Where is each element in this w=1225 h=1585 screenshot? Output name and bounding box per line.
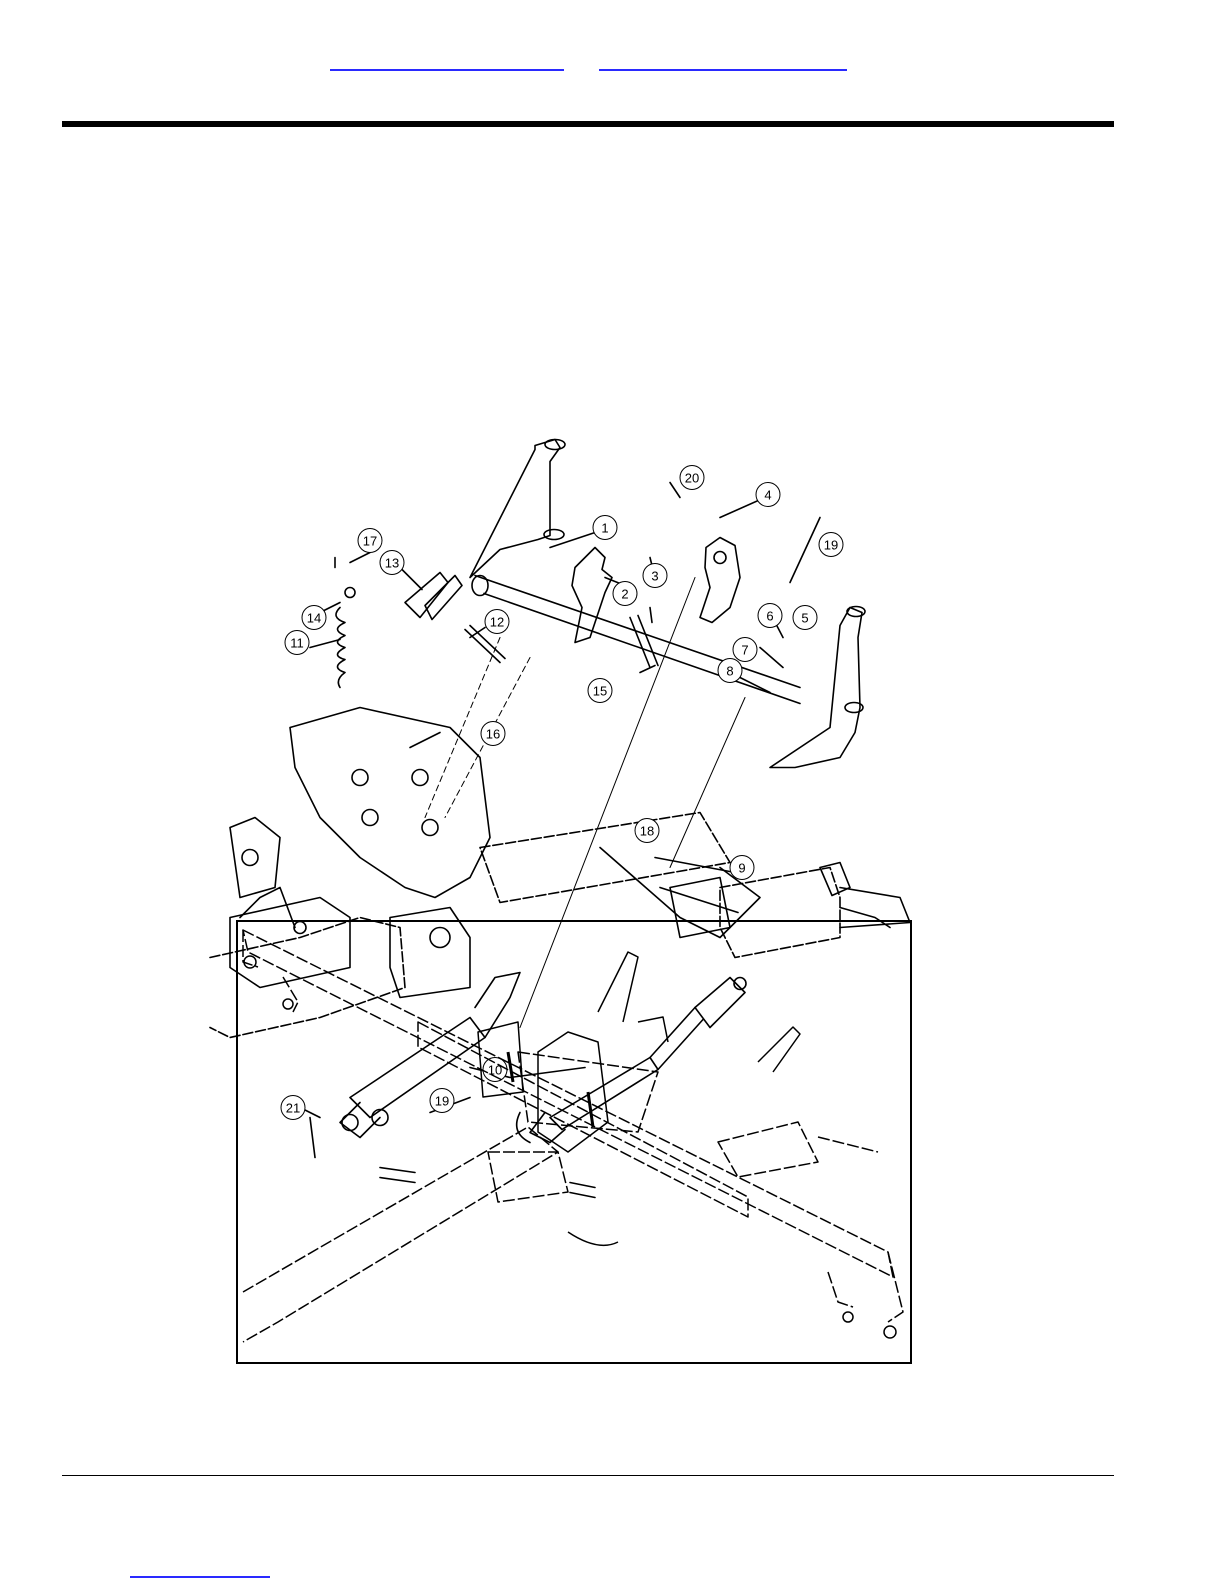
callout-11: 11 [285,631,309,655]
callout-number: 18 [640,824,654,839]
callout-16: 16 [481,722,505,746]
footer-link[interactable] [130,1562,270,1578]
assembly-overview-drawing [238,922,910,1362]
callout-number: 9 [738,861,745,876]
callout-4: 4 [756,483,780,507]
callout-15: 15 [588,679,612,703]
callout-number: 16 [486,727,500,742]
callout-13: 13 [380,551,404,575]
callout-number: 12 [490,615,504,630]
header-link-left[interactable] [330,55,564,71]
callout-number: 4 [764,488,771,503]
callout-1: 1 [593,516,617,540]
callout-14: 14 [302,606,326,630]
callout-9: 9 [730,856,754,880]
callout-number: 13 [385,556,399,571]
callout-number: 3 [651,569,658,584]
callout-12: 12 [485,610,509,634]
assembly-overview-inset [236,920,912,1364]
callout-number: 19 [824,538,838,553]
callout-number: 15 [593,684,607,699]
callout-5: 5 [793,606,817,630]
callout-2: 2 [613,582,637,606]
footer-rule [62,1475,1114,1476]
header-rule [62,121,1114,127]
callout-number: 11 [290,636,304,651]
callout-8: 8 [718,659,742,683]
callout-number: 1 [601,521,608,536]
callout-6: 6 [758,604,782,628]
callout-number: 14 [307,611,321,626]
callout-17: 17 [358,529,382,553]
callout-number: 5 [801,611,808,626]
callout-number: 20 [685,471,699,486]
callout-number: 7 [741,643,748,658]
callout-18: 18 [635,819,659,843]
callout-number: 17 [363,534,377,549]
callout-number: 8 [726,664,733,679]
callout-7: 7 [733,638,757,662]
callout-19-top: 19 [819,533,843,557]
callout-number: 6 [766,609,773,624]
header-link-right[interactable] [599,55,847,71]
callout-20: 20 [680,466,704,490]
callout-3: 3 [643,564,667,588]
callout-number: 2 [621,587,628,602]
